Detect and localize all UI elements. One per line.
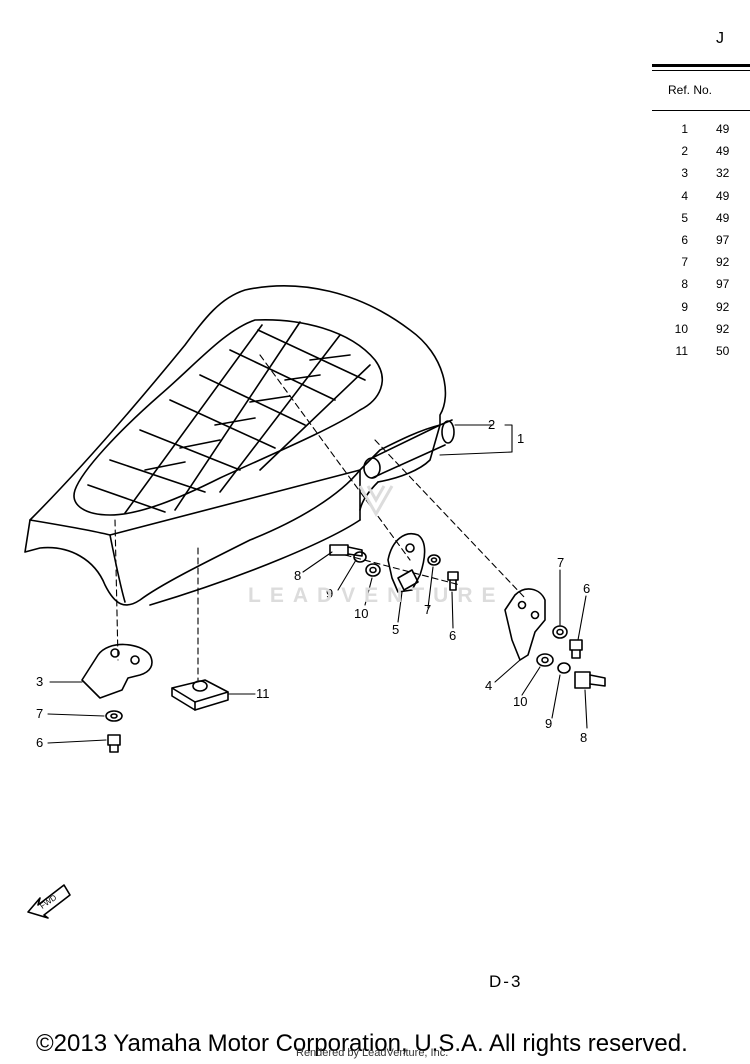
part-number: 97 (716, 277, 730, 292)
table-rule (652, 70, 750, 71)
callout-7-right: 7 (557, 555, 564, 570)
table-row: 6 97 (652, 233, 750, 255)
table-row: 10 92 (652, 322, 750, 344)
ref-number: 6 (681, 233, 688, 247)
ref-number: 11 (675, 344, 688, 358)
table-row: 9 92 (652, 300, 750, 322)
ref-number: 7 (681, 255, 688, 270)
callout-5: 5 (392, 622, 399, 637)
page-number: D-3 (489, 972, 523, 991)
leader-lines (47, 424, 588, 744)
part-number: 49 (716, 144, 730, 159)
table-rule (652, 64, 750, 67)
callout-10-right: 10 (513, 694, 527, 709)
part-number: 49 (716, 122, 730, 136)
nut-11 (171, 679, 229, 711)
ref-number: 8 (681, 277, 688, 292)
callout-2: 2 (488, 417, 495, 432)
callout-6-left: 6 (36, 735, 43, 750)
part-number: 49 (716, 210, 730, 225)
ref-number: 1 (681, 122, 688, 136)
fwd-label: FWD (38, 893, 58, 911)
part-number: 49 (716, 188, 730, 203)
table-rule (652, 110, 750, 111)
callouts: 2 1 3 7 6 11 8 9 10 5 7 6 4 7 6 10 9 8 F… (36, 417, 590, 911)
ref-number: 2 (681, 144, 688, 159)
table-row: 5 49 (652, 211, 750, 233)
table-row: 1 49 (652, 122, 750, 144)
table-row: 8 97 (652, 277, 750, 299)
copyright-text: ©2013 Yamaha Motor Corporation, U.S.A. A… (36, 1030, 688, 1057)
ref-table-header: Ref. No. (668, 83, 713, 97)
header-mark: J (716, 30, 724, 47)
callout-11: 11 (256, 686, 270, 701)
callout-6-right: 6 (583, 581, 590, 596)
callout-1: 1 (517, 431, 524, 446)
leadventure-logo-icon (358, 485, 394, 518)
table-row: 11 50 (652, 344, 750, 366)
callout-10-center: 10 (354, 606, 368, 621)
callout-8-right: 8 (580, 730, 587, 745)
callout-6-center: 6 (449, 628, 456, 643)
part-number: 92 (716, 255, 730, 270)
ref-number: 3 (681, 166, 688, 181)
bracket-3 (81, 643, 153, 699)
bracket-5 (387, 533, 426, 593)
ref-number: 5 (681, 210, 688, 225)
part-number: 50 (716, 344, 730, 358)
table-row: 4 49 (652, 189, 750, 211)
part-number: 97 (716, 233, 730, 247)
callout-7-left: 7 (36, 706, 43, 721)
callout-3: 3 (36, 674, 43, 689)
callout-9-right: 9 (545, 716, 552, 731)
callout-8-center: 8 (294, 568, 301, 583)
callout-7-center: 7 (424, 602, 431, 617)
table-row: 2 49 (652, 144, 750, 166)
table-row: 3 32 (652, 166, 750, 188)
bracket-4 (504, 588, 546, 661)
part-number: 32 (716, 166, 730, 181)
part-number: 92 (716, 321, 730, 336)
ref-number: 9 (681, 299, 688, 314)
table-row: 7 92 (652, 255, 750, 277)
callout-9-center: 9 (326, 586, 333, 601)
ref-number: 10 (674, 321, 688, 336)
part-number: 92 (716, 299, 730, 314)
callout-4: 4 (485, 678, 492, 693)
rendered-by-text: Rendered by LeadVenture, Inc. (296, 1047, 449, 1059)
seat-assembly (24, 285, 455, 606)
watermark: LEADVENTURE (248, 584, 505, 607)
ref-number: 4 (681, 188, 688, 203)
fwd-arrow-icon (27, 884, 71, 919)
